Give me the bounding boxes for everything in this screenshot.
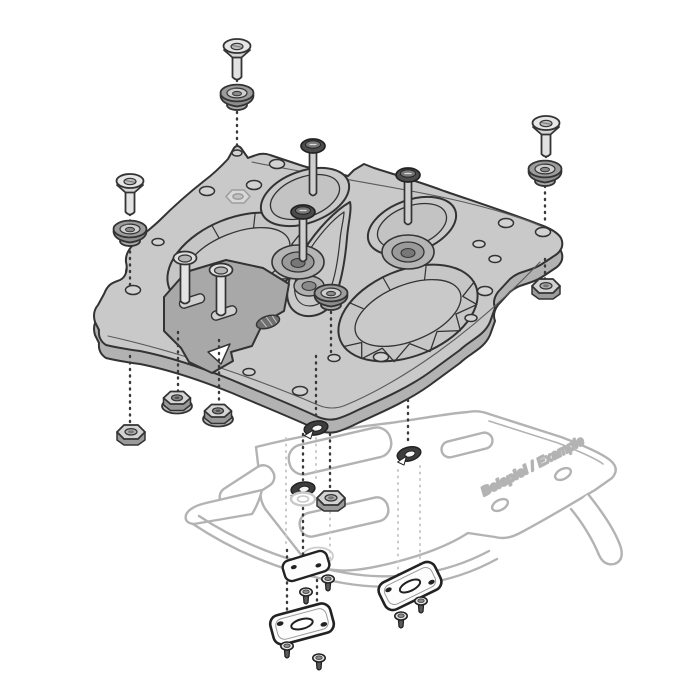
plate-rib-pod-right bbox=[337, 263, 479, 363]
quick-lock-subplate bbox=[163, 259, 290, 374]
self-tapping-screw-5 bbox=[413, 596, 429, 614]
rack-hole bbox=[490, 497, 510, 513]
self-tapping-screw-3 bbox=[279, 641, 295, 659]
plate-boss-right bbox=[366, 195, 458, 270]
rack-hole bbox=[553, 466, 573, 482]
adapter-plate bbox=[93, 145, 564, 434]
rack-slot bbox=[287, 426, 393, 476]
self-tapping-screw-2 bbox=[320, 574, 336, 592]
plate-holes bbox=[124, 149, 552, 397]
rubber-grommet-top bbox=[219, 83, 255, 111]
countersunk-screw-right bbox=[531, 115, 561, 158]
rubber-grommet-right bbox=[527, 159, 563, 187]
hex-nut-center bbox=[316, 490, 346, 512]
hex-nut-left bbox=[116, 424, 146, 446]
rack-deck-edge-line bbox=[488, 420, 604, 465]
plate-boss-left bbox=[259, 166, 351, 280]
flange-nut-2 bbox=[202, 403, 234, 428]
ghost-nut bbox=[225, 189, 251, 204]
rack-left-arm bbox=[184, 488, 264, 526]
flange-nut-1 bbox=[161, 390, 193, 415]
mounting-plate-large bbox=[266, 600, 338, 648]
rack-slot bbox=[440, 431, 494, 459]
self-tapping-screw-4 bbox=[311, 653, 327, 671]
rack-rear-arm bbox=[569, 492, 623, 566]
rack-tube bbox=[191, 522, 499, 588]
rack-tube bbox=[197, 514, 491, 578]
self-tapping-screw-6 bbox=[393, 611, 409, 629]
hex-nut-right bbox=[531, 278, 561, 300]
mounting-plate-right bbox=[374, 557, 446, 615]
self-tapping-screw-1 bbox=[298, 587, 314, 605]
washer-ghost bbox=[289, 491, 317, 507]
countersunk-screw-top bbox=[222, 38, 252, 81]
countersunk-screw-left bbox=[115, 173, 145, 216]
alignment-lines-dark bbox=[128, 78, 548, 624]
luggage-rack: Beispiel / Example bbox=[184, 410, 623, 588]
